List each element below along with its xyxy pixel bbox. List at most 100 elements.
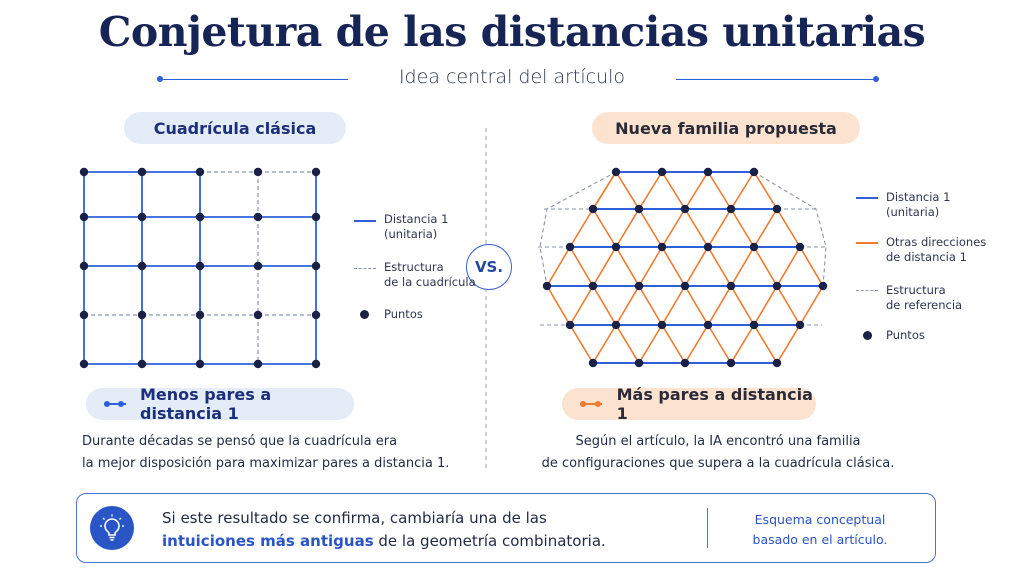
lightbulb-icon — [90, 506, 134, 550]
lattice-edge-orange — [638, 285, 663, 326]
grid-point — [253, 167, 263, 177]
page-title: Conjetura de las distancias unitarias — [98, 8, 926, 56]
grid-point — [311, 310, 321, 320]
right-result-pill: Más pares a distancia 1 — [562, 385, 816, 423]
vs-badge: VS. — [466, 244, 512, 290]
legend-right-unit-label: Distancia 1 (unitaria) — [886, 190, 951, 219]
grid-point — [79, 212, 89, 222]
lattice-edge-orange — [569, 324, 594, 364]
lattice-point — [749, 242, 759, 252]
lattice-edge-orange — [776, 285, 801, 326]
lattice-edge-orange — [753, 324, 778, 364]
lattice-point — [588, 204, 598, 214]
lattice-edge-orange — [753, 208, 778, 248]
conclusion-highlight: intuiciones más antiguas — [162, 532, 374, 550]
lattice-edge-orange — [730, 285, 755, 326]
grid-point — [253, 359, 263, 369]
lattice-point — [634, 204, 644, 214]
legend-reference-dash-label: Estructura de referencia — [886, 283, 963, 312]
grid-point — [137, 167, 147, 177]
conclusion-divider — [707, 508, 708, 548]
lattice-edge-orange — [615, 285, 640, 326]
lattice-point — [680, 358, 690, 368]
legend-right-point-swatch — [863, 331, 872, 340]
lattice-point — [634, 358, 644, 368]
legend-unit-line-swatch — [354, 220, 376, 222]
lattice-point — [611, 167, 621, 177]
legend-reference-dash-swatch — [856, 290, 878, 291]
left-result-pill: Menos pares a distancia 1 — [86, 385, 354, 423]
lattice-edge-orange — [615, 208, 640, 248]
legend-right-point-label: Puntos — [886, 328, 925, 342]
lattice-edge-orange — [799, 246, 824, 287]
grid-point — [253, 212, 263, 222]
lattice-edge-orange — [638, 171, 663, 210]
lattice-edge-orange — [707, 171, 732, 210]
legend-unit-line-label: Distancia 1 (unitaria) — [384, 212, 449, 241]
legend-grid-dash-label: Estructura de la cuadrícula — [384, 260, 476, 289]
lattice-point — [772, 281, 782, 291]
grid-point — [137, 212, 147, 222]
conclusion-text: Si este resultado se confirma, cambiaría… — [162, 509, 606, 550]
lattice-edge-orange — [753, 246, 778, 287]
grid-point — [195, 310, 205, 320]
right-result-label: Más pares a distancia 1 — [616, 385, 813, 423]
grid-point — [195, 359, 205, 369]
reference-outline-left — [539, 171, 617, 287]
lattice-edge-orange — [730, 324, 755, 364]
grid-point — [79, 261, 89, 271]
lattice-edge-orange — [615, 246, 640, 287]
orange-segment-icon — [580, 399, 602, 409]
lattice-edge-orange — [684, 208, 709, 248]
lattice-edge-orange — [707, 246, 732, 287]
lattice-edge-orange — [661, 324, 686, 364]
lattice-point — [565, 320, 575, 330]
lattice-edge-orange — [546, 285, 571, 326]
left-description: Durante décadas se pensó que la cuadrícu… — [82, 434, 450, 471]
grid-point — [311, 167, 321, 177]
conclusion-note: Esquema conceptual basado en el artículo… — [752, 512, 888, 547]
lattice-edge-orange — [592, 208, 617, 248]
lattice-edge-orange — [546, 246, 571, 287]
legend-other-directions-label: Otras direcciones de distancia 1 — [886, 235, 987, 264]
grid-diagram — [79, 167, 321, 369]
lattice-edge-orange — [684, 324, 709, 364]
lattice-edge-orange — [569, 246, 594, 287]
lattice-edge-orange — [707, 285, 732, 326]
lattice-point — [611, 242, 621, 252]
legend-other-directions-swatch — [856, 242, 878, 244]
triangular-lattice-diagram — [538, 167, 828, 368]
lattice-edge-orange — [684, 246, 709, 287]
lattice-point — [795, 320, 805, 330]
lattice-edge-orange — [569, 285, 594, 326]
lattice-edge-orange — [730, 171, 755, 210]
lattice-edge-orange — [684, 285, 709, 326]
lattice-edge-orange — [661, 171, 686, 210]
lattice-edge-orange — [776, 246, 801, 287]
subtitle-right-line — [676, 79, 874, 80]
center-divider — [485, 128, 487, 468]
lattice-point — [611, 320, 621, 330]
lattice-edge-orange — [661, 246, 686, 287]
lattice-point — [726, 358, 736, 368]
lattice-point — [588, 358, 598, 368]
lattice-point — [680, 204, 690, 214]
subtitle-left-dot — [157, 76, 163, 82]
lattice-point — [772, 358, 782, 368]
lattice-point — [634, 281, 644, 291]
lattice-point — [726, 281, 736, 291]
lattice-point — [772, 204, 782, 214]
lattice-point — [749, 320, 759, 330]
lattice-edge-orange — [661, 285, 686, 326]
lattice-edge-orange — [730, 246, 755, 287]
lattice-point — [588, 281, 598, 291]
lattice-edge-orange — [753, 171, 778, 210]
lattice-point — [703, 167, 713, 177]
lattice-point — [818, 281, 828, 291]
lattice-edge-orange — [776, 324, 801, 364]
grid-point — [311, 261, 321, 271]
grid-point — [195, 167, 205, 177]
lattice-point — [657, 242, 667, 252]
lattice-edge-orange — [638, 246, 663, 287]
grid-point — [253, 261, 263, 271]
